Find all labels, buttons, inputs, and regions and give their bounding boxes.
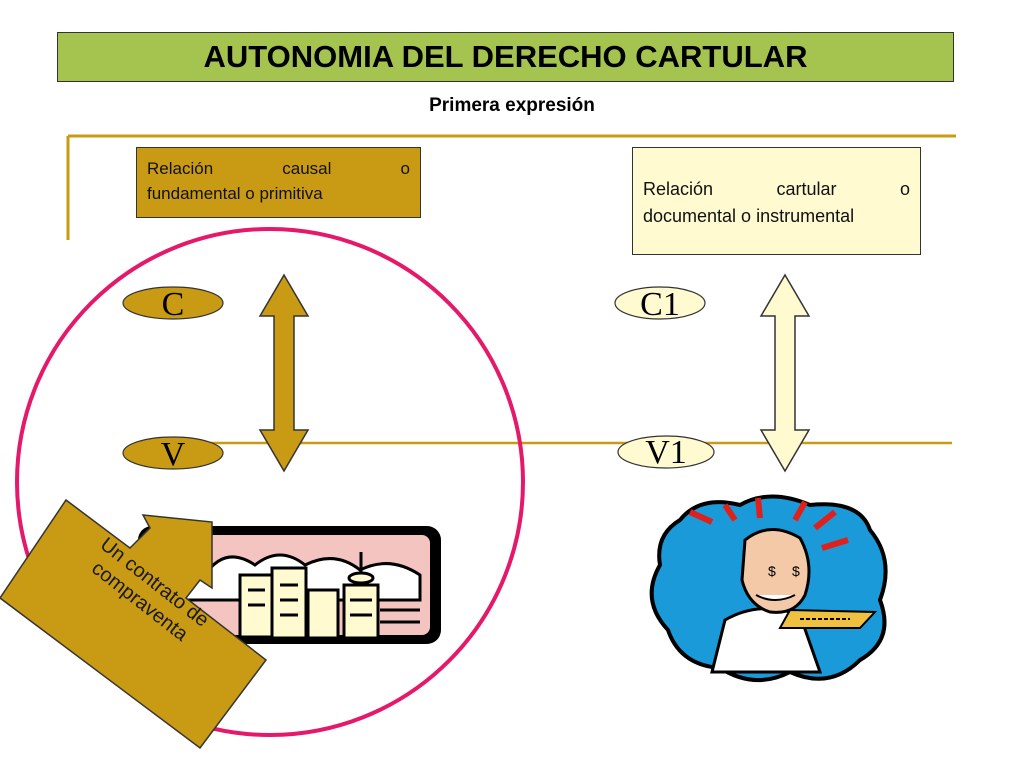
cartular-relation-line1: Relación cartular o xyxy=(643,179,910,199)
node-c1: C1 xyxy=(614,286,706,323)
node-v1: V1 xyxy=(617,434,715,471)
city-skyline-clipart xyxy=(138,526,441,644)
cartular-relation-box: Relación cartular o documental o instrum… xyxy=(632,147,921,255)
causal-relation-box: Relación causal o fundamental o primitiv… xyxy=(136,147,421,218)
cartular-relation-line2: documental o instrumental xyxy=(643,206,855,226)
causal-double-arrow xyxy=(258,273,310,473)
cartular-double-arrow xyxy=(759,273,811,473)
node-v: V xyxy=(122,436,224,473)
causal-relation-line1: Relación causal o xyxy=(147,159,410,178)
node-v1-label: V1 xyxy=(645,434,687,471)
node-c-label: C xyxy=(162,286,185,323)
svg-text:$: $ xyxy=(792,563,800,579)
node-c1-label: C1 xyxy=(640,286,680,323)
node-c: C xyxy=(122,286,224,323)
causal-relation-line2: fundamental o primitiva xyxy=(147,184,323,203)
node-v-label: V xyxy=(161,436,186,473)
businessman-clipart: $ $ xyxy=(649,494,888,683)
slide-title: AUTONOMIA DEL DERECHO CARTULAR xyxy=(57,32,954,82)
slide-subtitle: Primera expresión xyxy=(429,95,595,116)
causal-relation-circle xyxy=(15,227,525,737)
svg-text:$: $ xyxy=(768,563,776,579)
callout-shape xyxy=(0,498,268,750)
slide-title-text: AUTONOMIA DEL DERECHO CARTULAR xyxy=(203,39,808,74)
